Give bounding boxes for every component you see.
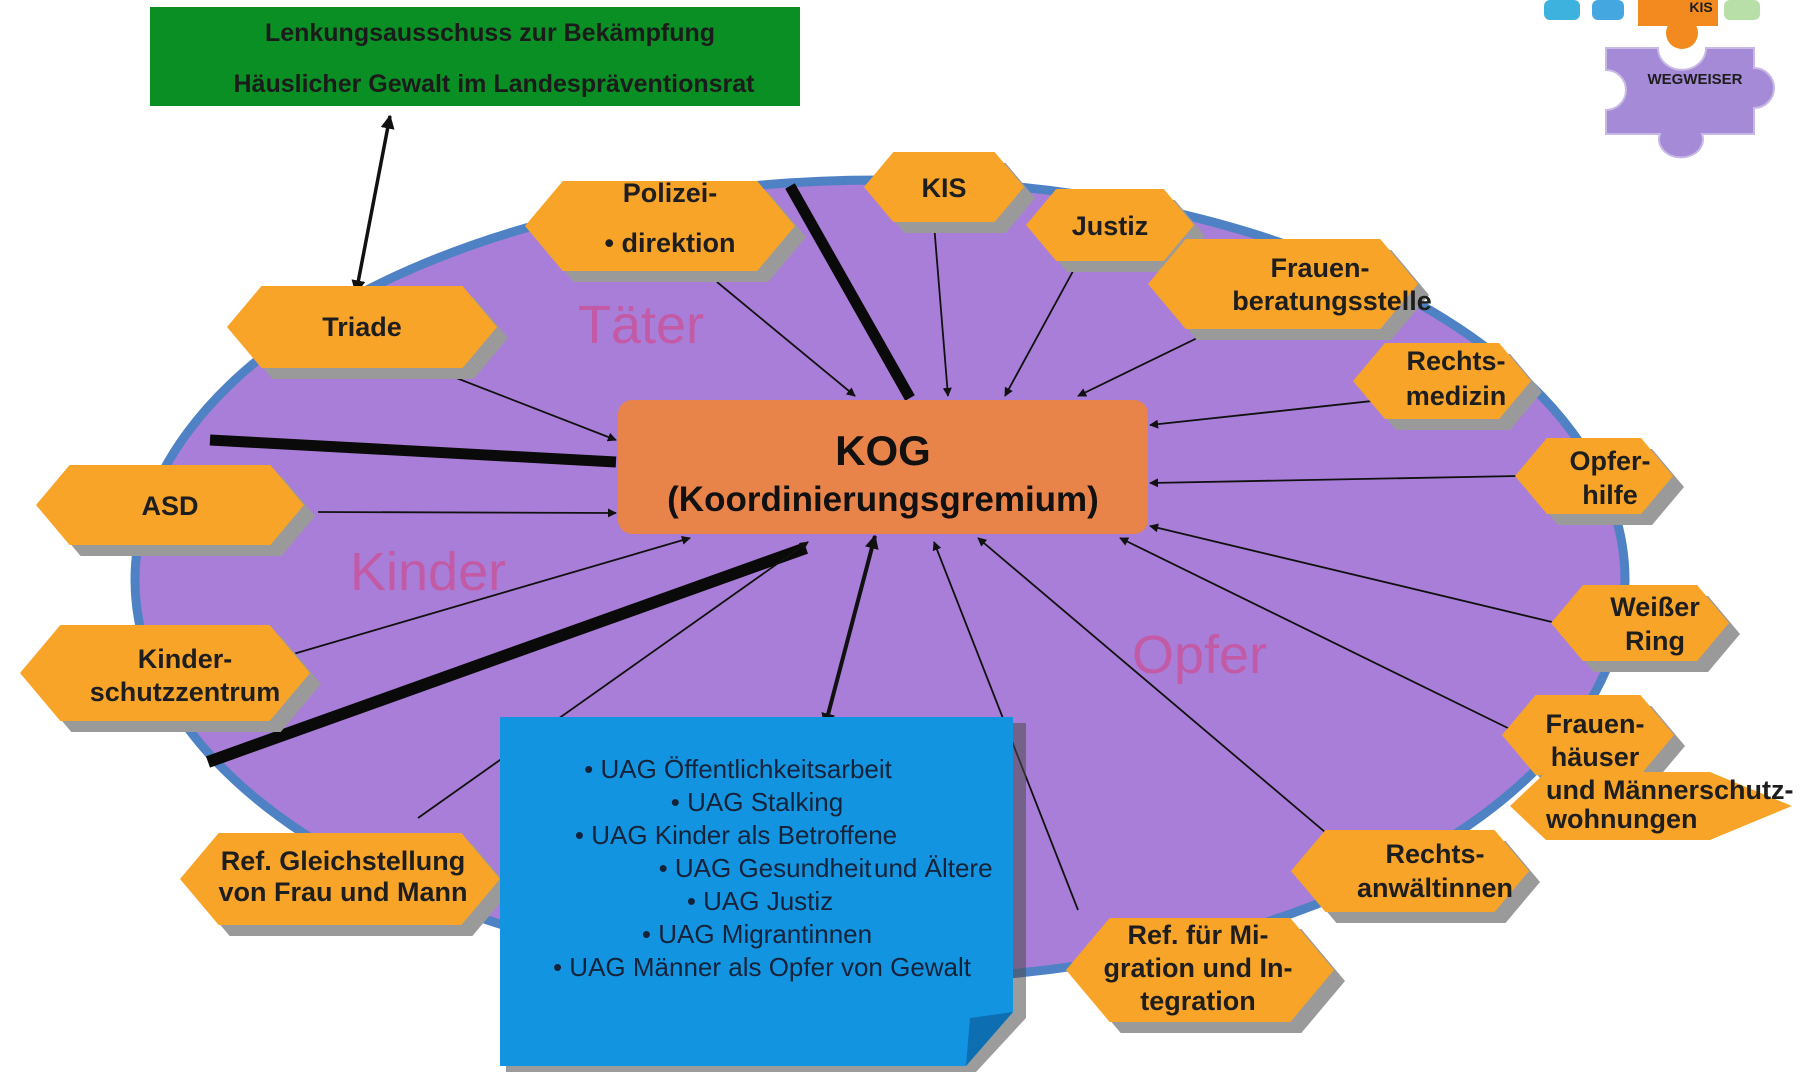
kog-center-box: KOG (Koordinierungsgremium) [618,400,1148,534]
header-box: Lenkungsausschuss zur Bekämpfung Häuslic… [150,7,800,106]
node-label: medizin [1406,381,1507,411]
node-label: Triade [322,312,402,342]
node-kinderschutz: Kinder-schutzzentrum [20,625,321,732]
node-hexagon [20,625,310,721]
node-label: KIS [921,173,966,203]
logo-text-wegweiser: WEGWEISER [1647,71,1742,88]
node-label: Justiz [1072,211,1149,241]
node-hexagon [864,152,1024,222]
node-label: anwältinnen [1357,873,1513,903]
node-label: Rechts- [1385,839,1484,869]
node-hexagon [180,833,500,925]
arrow-header-triade [351,114,395,295]
header-line-2: Häuslicher Gewalt im Landespräventionsra… [234,70,756,98]
node-label: und Männerschutz- [1546,775,1794,805]
arrow-uag-kog [821,534,879,728]
kog-title: KOG [835,427,931,474]
node-label: • direktion [605,228,736,258]
node-polizei: Polizei- • direktion [525,178,806,282]
logo-text-kis: KIS [1689,0,1712,15]
node-hexagon [1515,438,1673,514]
uag-item: • UAG Gesundheit [659,853,873,883]
node-hexagon [1510,772,1792,840]
node-label: beratungsstelle [1232,286,1432,316]
organisation-nodes: Polizei-• direktionKISJustizFrauen-berat… [20,152,1794,1033]
node-migration: Ref. für Mi-gration und In-tegration [1066,918,1345,1033]
zone-label-opfer: Opfer [1132,625,1267,685]
node-hexagon [1353,343,1531,419]
node-hexagon [1502,695,1674,775]
node-label: Frauen- [1270,253,1369,283]
node-frauenhaeuser: Frauen-häuser [1502,695,1685,786]
node-label: von Frau und Mann [219,877,468,907]
node-opferhilfe: Opfer-hilfe [1515,438,1684,525]
kis-wegweiser-logo: KIS WEGWEISER [1544,0,1775,159]
divider-bars [205,183,915,768]
node-rechtsmedizin: Rechts-medizin [1353,343,1542,430]
node-hexagon [1026,189,1194,261]
node-hexagon [1551,585,1729,661]
node-label: häuser [1551,742,1640,772]
uag-item: • UAG Stalking [671,787,843,817]
node-label: Kinder- [138,644,233,674]
node-label: Opfer- [1570,446,1651,476]
node-hexagon [525,181,795,271]
node-label: Ref. Gleichstellung [221,846,466,876]
node-triade: Triade [227,286,508,379]
uag-item: • UAG Öffentlichkeitsarbeit [584,754,893,784]
connector-arrows [282,223,1553,911]
node-rechtsanwaeltinnen: Rechts-anwältinnen [1291,830,1540,923]
node-maennerschutz: und Männerschutz-wohnungen [1510,772,1794,840]
node-label: Ring [1625,626,1685,656]
zone-label-kinder: Kinder [350,542,506,602]
uag-item: • UAG Kinder als Betroffene [575,820,897,850]
uag-item: • UAG Männer als Opfer von Gewalt [553,952,972,982]
header-line-1: Lenkungsausschuss zur Bekämpfung [265,19,715,47]
node-label: hilfe [1582,480,1638,510]
kog-subtitle: (Koordinierungsgremium) [667,480,1099,519]
node-hexagon [1148,239,1418,329]
node-frauenberatung: Frauen-beratungsstelle [1148,239,1432,340]
node-hexagon [227,286,497,368]
node-justiz: Justiz [1026,189,1205,272]
uag-box: • UAG Öffentlichkeitsarbeit• UAG Stalkin… [500,717,1026,1072]
uag-item: • UAG Migrantinnen [642,919,872,949]
zone-label-taeter: Täter [578,295,704,355]
node-label: Rechts- [1406,346,1505,376]
node-label: wohnungen [1545,804,1697,834]
node-label: Ref. für Mi- [1128,920,1269,950]
node-label: Polizei- [623,178,718,208]
node-label: gration und In- [1104,953,1293,983]
node-hexagon [1066,918,1334,1022]
node-label: schutzzentrum [90,677,281,707]
node-asd: ASD [36,465,315,556]
uag-item: • UAG Justiz [687,886,833,916]
node-label: ASD [141,491,198,521]
node-label: tegration [1140,986,1256,1016]
node-kis: KIS [864,152,1035,233]
node-label: Frauen- [1545,709,1644,739]
uag-gesundheit-suffix: und Ältere [874,853,993,883]
node-label: Weißer [1610,592,1700,622]
node-hexagon [1291,830,1529,912]
node-hexagon [36,465,304,545]
